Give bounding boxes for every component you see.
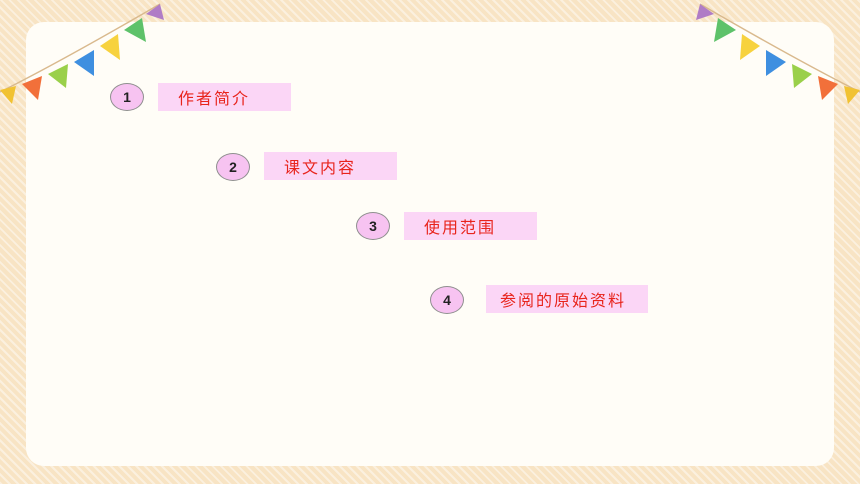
bunting-right-decoration bbox=[696, 3, 860, 104]
item-3-label[interactable]: 使用范围 bbox=[404, 212, 537, 240]
pennant-flag bbox=[48, 64, 68, 88]
pennant-flag bbox=[844, 86, 860, 104]
pennant-flag bbox=[740, 34, 760, 60]
pennant-flag bbox=[100, 34, 120, 60]
pennant-flag bbox=[146, 4, 164, 20]
pennant-flag bbox=[22, 76, 42, 100]
pennant-flag bbox=[74, 50, 94, 76]
item-1-label[interactable]: 作者简介 bbox=[158, 83, 291, 111]
pennant-flag bbox=[792, 64, 812, 88]
pennant-flag bbox=[696, 4, 714, 20]
item-2-number-badge: 2 bbox=[216, 153, 250, 181]
item-4-number-badge: 4 bbox=[430, 286, 464, 314]
bunting-left-decoration bbox=[0, 3, 164, 104]
pennant-flag bbox=[766, 50, 786, 76]
item-2-label[interactable]: 课文内容 bbox=[264, 152, 397, 180]
pennant-flag bbox=[714, 18, 736, 42]
pennant-flag bbox=[818, 76, 838, 100]
pennant-flag bbox=[124, 18, 146, 42]
pennant-flag bbox=[0, 86, 16, 104]
item-4-label[interactable]: 参阅的原始资料 bbox=[486, 285, 648, 313]
item-1-number-badge: 1 bbox=[110, 83, 144, 111]
item-3-number-badge: 3 bbox=[356, 212, 390, 240]
